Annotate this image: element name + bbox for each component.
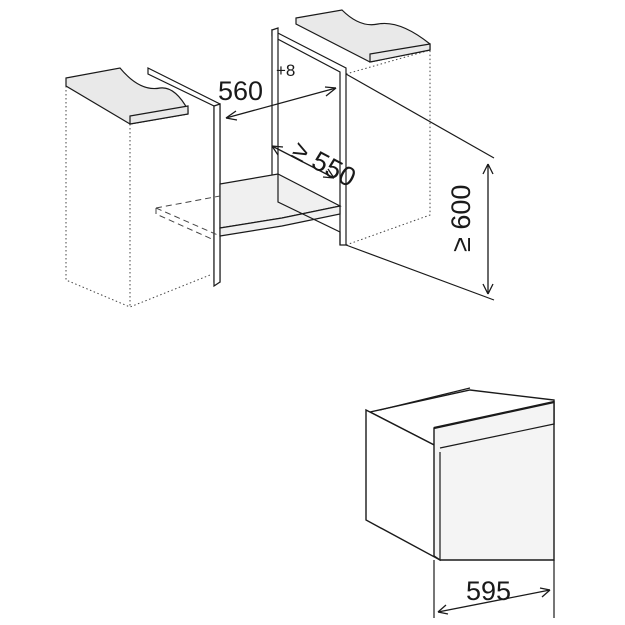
right-cabinet [271, 9, 431, 246]
appliance [365, 387, 555, 562]
niche-height-label: ≥ 600 [446, 185, 476, 252]
appliance-width-dimension: 595 [433, 560, 555, 618]
appliance-width-label: 595 [466, 576, 511, 606]
niche-width-dimension: 560 +8 [218, 61, 337, 121]
left-cabinet [65, 67, 221, 308]
niche-shelf [155, 173, 342, 245]
appliance-front-panel [433, 401, 555, 561]
niche-width-tolerance-label: +8 [276, 61, 295, 80]
niche-width-label: 560 [218, 76, 263, 106]
niche-height-dimension: ≥ 600 [345, 73, 495, 301]
